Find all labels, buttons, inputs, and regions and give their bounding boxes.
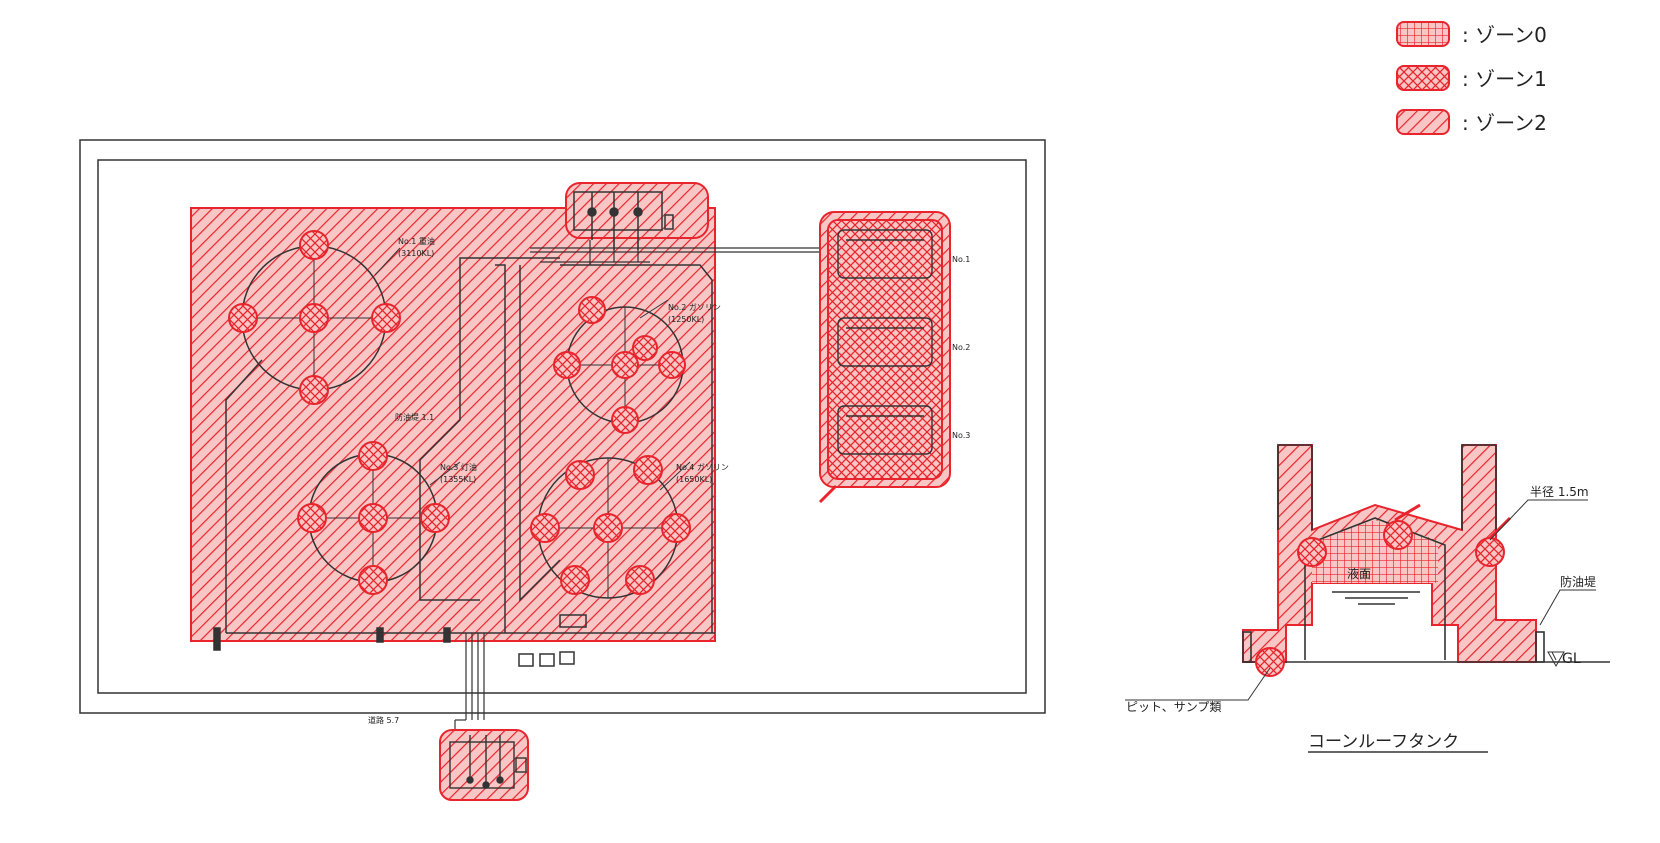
section-pit-zone1 <box>1255 647 1285 677</box>
tank-labels: No.1 重油 (3110KL) No.2 ガソリン (1250KL) No.3… <box>395 236 729 484</box>
legend-item-zone2: : ゾーン2 <box>1396 109 1547 135</box>
loading-lane-labels: No.1 No.2 No.3 <box>952 255 970 440</box>
section-dike-label: 防油堤 <box>1560 574 1596 589</box>
site-boundary-inner <box>97 159 1027 694</box>
section-liquid-label: 液面 <box>1347 566 1371 581</box>
lane-label-2: No.2 <box>952 343 970 352</box>
leader-lines <box>374 247 691 491</box>
tank-no4-label: No.4 ガソリン <box>676 462 729 472</box>
section-vent-marker <box>1394 503 1421 522</box>
tank-no1-capacity: (3110KL) <box>398 249 434 258</box>
plan-view: No.1 重油 (3110KL) No.2 ガソリン (1250KL) No.3… <box>79 139 1046 801</box>
legend-label-zone0: : ゾーン0 <box>1462 23 1547 47</box>
bottom-road-label: 道路 5.7 <box>368 715 399 725</box>
lane-label-1: No.1 <box>952 255 970 264</box>
legend-item-zone0: : ゾーン0 <box>1396 21 1547 47</box>
loading-zone-marker <box>818 484 838 504</box>
section-tank-outline <box>1242 444 1610 663</box>
tank-no3-label: No.3 灯油 <box>440 462 477 472</box>
tank-vents-zone1 <box>228 230 691 595</box>
tank-no1-label: No.1 重油 <box>398 236 435 246</box>
loading-area-zone1 <box>827 219 943 480</box>
gl-triangle-icon <box>1547 651 1565 668</box>
section-vents-zone1 <box>1297 520 1505 567</box>
section-pit-label: ピット、サンプ類 <box>1126 700 1221 714</box>
loading-lanes <box>837 229 933 455</box>
section-leaders <box>1125 499 1596 701</box>
bottom-pump-equipment <box>449 735 527 789</box>
tank-no4-capacity: (1650KL) <box>676 475 712 484</box>
section-gl-label: GL <box>1562 651 1581 667</box>
section-title: コーンルーフタンク <box>1308 732 1459 752</box>
site-boundary-outer <box>79 139 1046 714</box>
section-radius-label: 半径 1.5m <box>1530 485 1589 499</box>
legend: : ゾーン0 : ゾーン1 : ゾーン2 <box>1396 21 1547 135</box>
yard-label: 防油堤 1.1 <box>395 412 434 422</box>
legend-label-zone2: : ゾーン2 <box>1462 111 1547 135</box>
tank-no2-label: No.2 ガソリン <box>668 302 721 312</box>
tank-no3-capacity: (1355KL) <box>440 475 476 484</box>
bottom-pump-zone2 <box>439 729 529 801</box>
cone-roof-tank-section: 半径 1.5m 液面 防油堤 GL ピット、サンプ類 コーンルーフタンク <box>1125 444 1610 753</box>
dike-internal-lines <box>225 257 715 634</box>
lane-label-3: No.3 <box>952 431 970 440</box>
legend-label-zone1: : ゾーン1 <box>1462 67 1547 91</box>
legend-item-zone1: : ゾーン1 <box>1396 65 1547 91</box>
small-equipment <box>213 614 587 667</box>
piping <box>454 240 830 730</box>
section-vent-marker-2 <box>1488 516 1512 540</box>
tank-no2-capacity: (1250KL) <box>668 315 704 324</box>
